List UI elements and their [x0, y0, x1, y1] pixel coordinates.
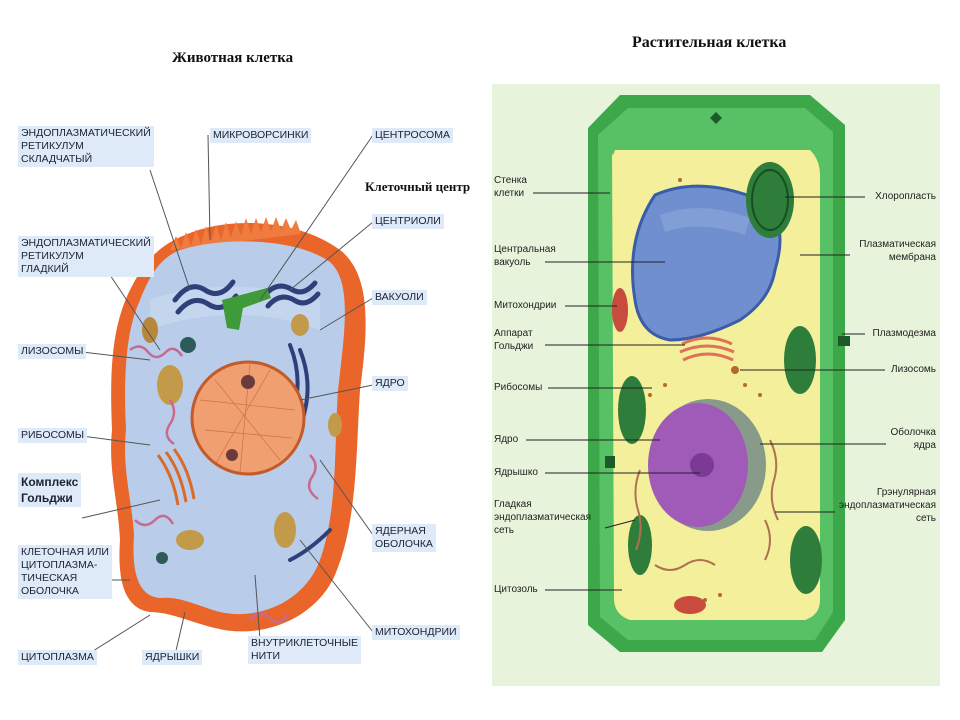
- label-golgi-complex: Комплекс Гольджи: [18, 473, 82, 507]
- label-cell-wall: Стенка клетки: [494, 175, 527, 199]
- label-granular-er: Грэнулярная эндоплазматическая сеть: [838, 487, 936, 524]
- animal-cell-title: Животная клетка: [172, 50, 294, 66]
- label-nucleolus: Ядрышко: [494, 467, 538, 478]
- plant-cell-illustration: [492, 84, 940, 686]
- label-plasmodesma: Плазмодезма: [872, 328, 936, 339]
- label-plant-nucleus: Ядро: [494, 434, 519, 445]
- label-centrosome: ЦЕНТРОСОМА: [372, 128, 453, 143]
- label-lysosome: Лизосомь: [891, 364, 936, 375]
- label-chloroplast: Хлоропласть: [875, 191, 936, 202]
- animal-nucleus: [190, 360, 306, 476]
- animal-cell-illustration: [111, 217, 366, 632]
- label-plant-mitochondria: Митохондрии: [494, 300, 557, 311]
- label-rough-er: ЭНДОПЛАЗМАТИЧЕСКИЙ РЕТИКУЛУМ СКЛАДЧАТЫЙ: [18, 126, 154, 167]
- animal-centrosome: [222, 288, 271, 330]
- label-vacuoles: ВАКУОЛИ: [372, 290, 427, 305]
- animal-leader-lines: [81, 134, 374, 659]
- label-centrioles: ЦЕНТРИОЛИ: [372, 214, 444, 229]
- label-nuclear-envelope: ЯДЕРНАЯ ОБОЛОЧКА: [372, 524, 436, 552]
- label-plasma-membrane: Плазматическая мембрана: [859, 239, 936, 263]
- label-cytoplasm: ЦИТОПЛАЗМА: [18, 650, 97, 665]
- label-lysosomes: ЛИЗОСОМЫ: [18, 344, 87, 359]
- label-central-vacuole: Центральная вакуоль: [494, 244, 556, 268]
- label-plant-ribosomes: Рибосомы: [494, 382, 543, 393]
- label-nuclear-envelope-plant: Оболочка ядра: [890, 427, 936, 451]
- animal-microvilli: [170, 217, 301, 250]
- label-cytosol: Цитозоль: [494, 584, 538, 595]
- plant-chloroplast: [746, 162, 794, 238]
- label-intracellular-filaments: ВНУТРИКЛЕТОЧНЫЕ НИТИ: [248, 636, 361, 664]
- label-golgi-apparatus: Аппарат Гольджи: [494, 328, 534, 352]
- label-nucleus: ЯДРО: [372, 376, 408, 391]
- label-nucleoli: ЯДРЫШКИ: [142, 650, 203, 665]
- label-ribosomes: РИБОСОМЫ: [18, 428, 88, 443]
- plant-cell-title: Растительная клетка: [632, 34, 787, 51]
- label-cell-center: Клеточный центр: [365, 179, 471, 194]
- label-microvilli: МИКРОВОРСИНКИ: [210, 128, 312, 143]
- label-cell-membrane: КЛЕТОЧНАЯ ИЛИ ЦИТОПЛАЗМА- ТИЧЕСКАЯ ОБОЛО…: [18, 545, 112, 599]
- label-mitochondria: МИТОХОНДРИИ: [372, 625, 460, 640]
- label-smooth-er: ЭНДОПЛАЗМАТИЧЕСКИЙ РЕТИКУЛУМ ГЛАДКИЙ: [18, 236, 154, 277]
- label-smooth-er: Гладкая эндоплазматическая сеть: [494, 499, 592, 536]
- plant-leader-lines: [526, 192, 886, 591]
